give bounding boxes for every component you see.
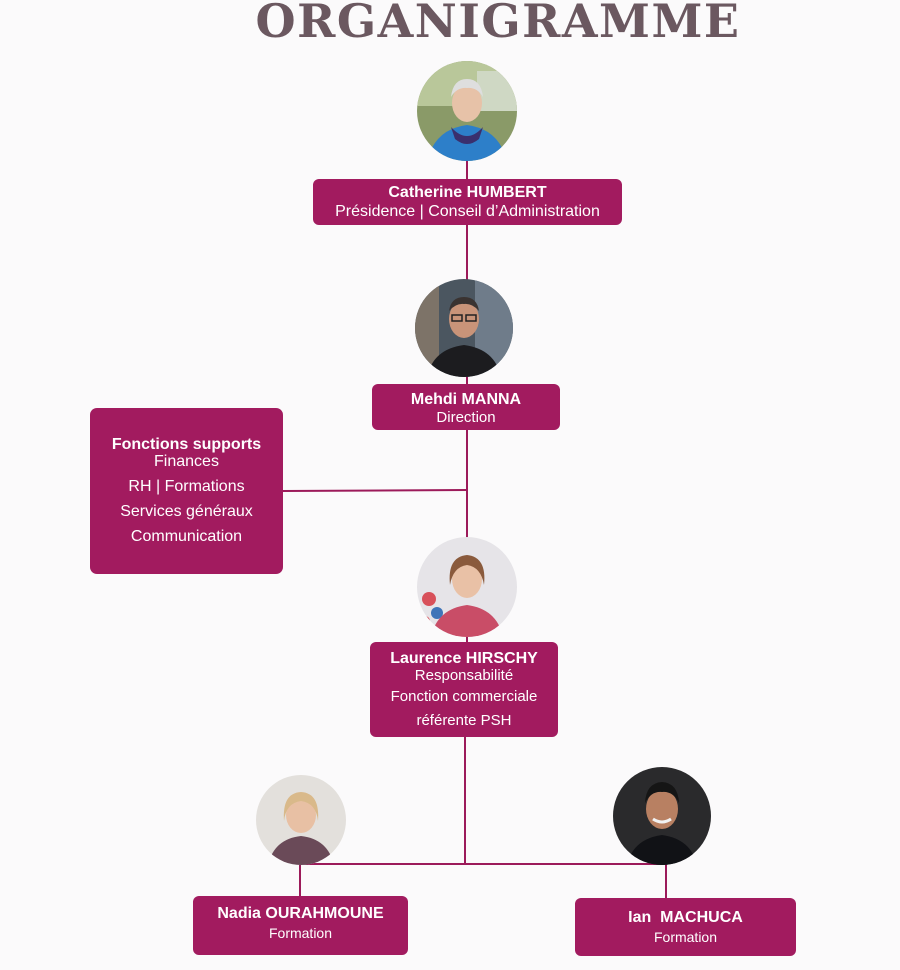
manager-line-commercial: Fonction commerciale — [390, 688, 538, 705]
president-role: Présidence | Conseil d’Administration — [335, 203, 600, 220]
avatar-president — [417, 61, 517, 161]
manager-line-psh: référente PSH — [416, 712, 512, 729]
support-line-services: Services généraux — [120, 503, 253, 520]
director-box: Mehdi MANNA Direction — [372, 384, 560, 430]
president-name: Catherine HUMBERT — [388, 184, 547, 201]
manager-role: Responsabilité — [414, 667, 514, 684]
support-box: Fonctions supports Finances RH | Formati… — [90, 408, 283, 574]
support-line-communication: Communication — [130, 528, 243, 545]
avatar-trainer-right — [613, 767, 711, 865]
president-box: Catherine HUMBERT Présidence | Conseil d… — [313, 179, 622, 225]
avatar-trainer-left — [256, 775, 346, 865]
trainer-left-box: Nadia OURAHMOUNE Formation — [193, 896, 408, 955]
page-title: ORGANIGRAMME — [255, 0, 741, 48]
support-line-rh: RH | Formations — [128, 478, 245, 495]
connector-support — [282, 489, 468, 492]
trainer-right-role: Formation — [653, 929, 718, 945]
trainer-right-box: Ian MACHUCA Formation — [575, 898, 796, 956]
ghost-annotation — [628, 692, 828, 710]
avatar-manager — [417, 537, 517, 637]
trainer-left-role: Formation — [268, 925, 333, 941]
trainer-right-name: Ian MACHUCA — [628, 909, 743, 926]
trainer-left-name: Nadia OURAHMOUNE — [217, 905, 384, 922]
director-role: Direction — [436, 409, 496, 426]
support-title: Fonctions supports — [111, 436, 262, 453]
support-line-finances: Finances — [154, 453, 219, 470]
director-name: Mehdi MANNA — [410, 391, 522, 408]
manager-name: Laurence HIRSCHY — [390, 650, 538, 667]
avatar-director — [415, 279, 513, 377]
manager-box: Laurence HIRSCHY Responsabilité Fonction… — [370, 642, 558, 737]
